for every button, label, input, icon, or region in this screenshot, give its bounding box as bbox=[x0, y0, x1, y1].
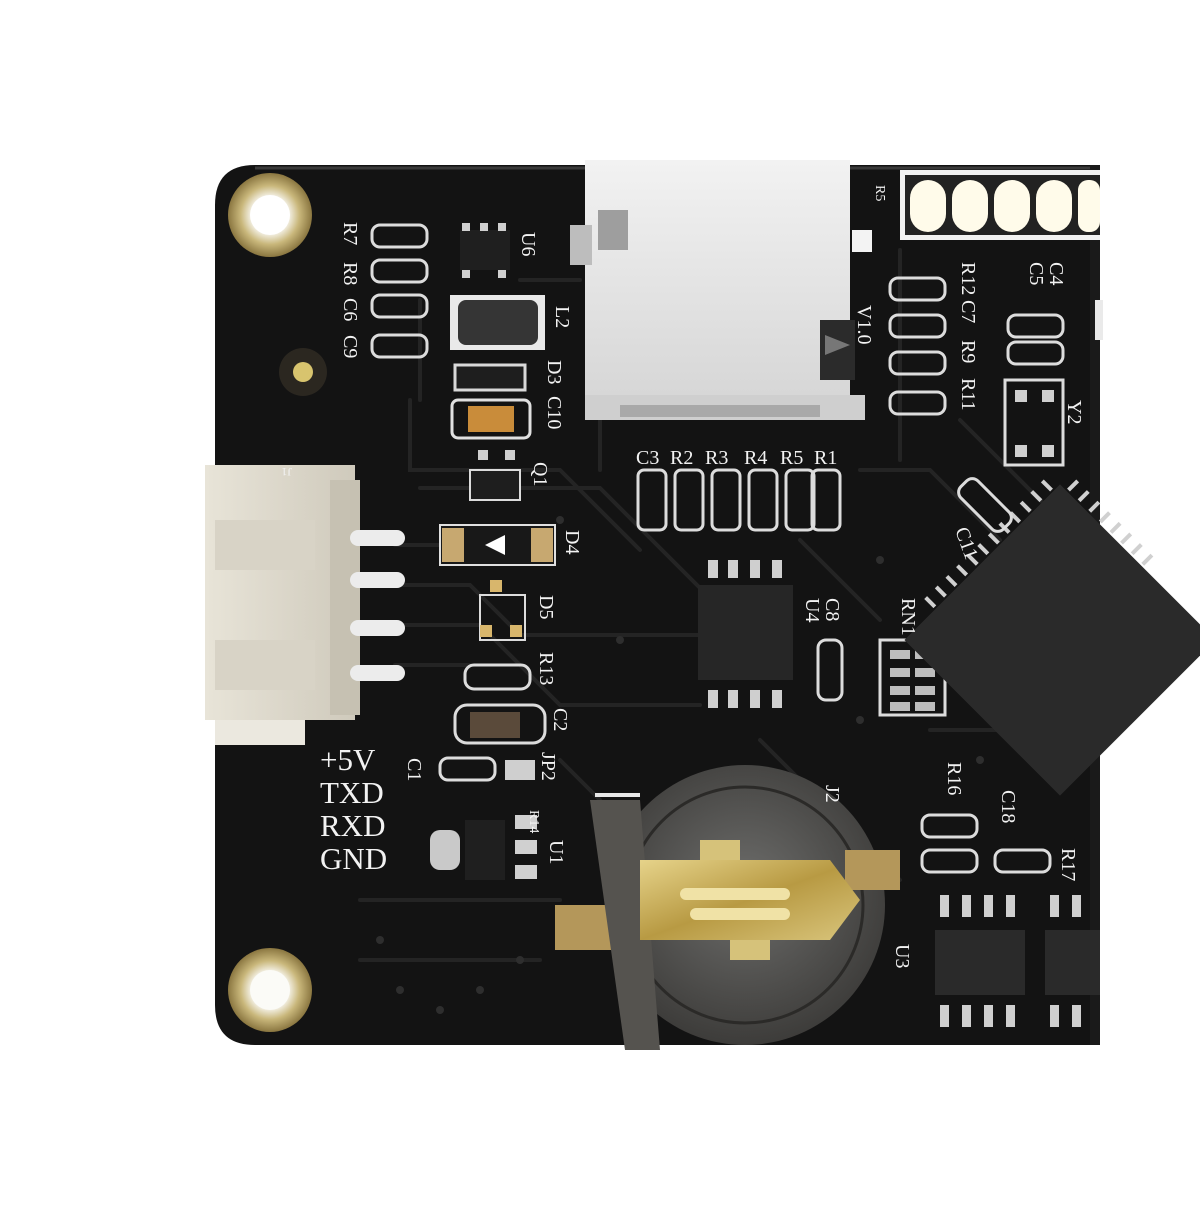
ref-label-c7: C7 bbox=[957, 300, 979, 323]
diode-d3 bbox=[453, 363, 527, 392]
ref-label-c1: C1 bbox=[403, 758, 425, 781]
ref-label-r7: R7 bbox=[339, 222, 361, 245]
pin-label-rxd: RXD bbox=[320, 808, 385, 843]
diode-d5 bbox=[479, 580, 526, 641]
ref-label-r16: R16 bbox=[943, 762, 965, 795]
ref-label-u3: U3 bbox=[891, 944, 913, 968]
silkscreen-refs: J1 J2 V1.0 R7 R8 C6 C9 U6 L2 D3 C10 Q1 D… bbox=[281, 185, 1085, 968]
ref-label-d5: D5 bbox=[535, 595, 557, 619]
ref-label-y2: Y2 bbox=[1063, 400, 1085, 424]
ref-label-j1: J1 bbox=[281, 465, 292, 479]
pin-label-txd: TXD bbox=[320, 775, 384, 810]
ref-label-r4: R4 bbox=[744, 447, 767, 469]
ic-right-edge bbox=[1045, 895, 1100, 1027]
upper-right-pads bbox=[888, 276, 1065, 416]
inductor-l2 bbox=[450, 295, 545, 350]
ref-label-c18: C18 bbox=[997, 790, 1019, 823]
ic-u3 bbox=[935, 895, 1025, 1027]
ref-label-rn1: RN1 bbox=[897, 598, 919, 636]
ref-label-q1: Q1 bbox=[529, 462, 551, 486]
coin-cell-holder bbox=[555, 765, 900, 1050]
mounting-hole-bottom bbox=[228, 948, 312, 1032]
ref-label-r14: R14 bbox=[526, 810, 541, 833]
flash-chip-u4 bbox=[698, 560, 793, 708]
ref-label-c9: C9 bbox=[339, 335, 361, 358]
resistor-row bbox=[636, 468, 842, 532]
ref-label-r12: R12 bbox=[957, 262, 979, 295]
silkscreen-resistor-row: C3 R2 R3 R4 R5 R1 bbox=[636, 447, 837, 469]
ref-label-r11: R11 bbox=[957, 378, 979, 411]
mcu-chip bbox=[904, 479, 1200, 796]
capacitor-c10 bbox=[450, 398, 532, 440]
pin-header-strip bbox=[900, 170, 1100, 240]
ref-label-r17: R17 bbox=[1057, 848, 1079, 881]
ref-label-d4: D4 bbox=[561, 530, 583, 554]
silkscreen-header-labels: +5V TXD RXD GND bbox=[320, 742, 387, 876]
pin-label-gnd: GND bbox=[320, 841, 387, 876]
pin-label-5v: +5V bbox=[320, 742, 376, 777]
ref-label-r8: R8 bbox=[339, 262, 361, 285]
pcb-board bbox=[215, 165, 1100, 1045]
ref-label-r3: R3 bbox=[705, 447, 728, 469]
lower-right-pads bbox=[920, 813, 1052, 874]
ref-label-r5b: R5 bbox=[872, 185, 887, 201]
jst-connector bbox=[205, 465, 405, 745]
resistor-pads-left bbox=[370, 223, 429, 359]
ref-label-u4: U4 bbox=[801, 598, 823, 622]
ref-label-r2: R2 bbox=[670, 447, 693, 469]
mounting-hole-top bbox=[228, 173, 312, 257]
ref-label-d3: D3 bbox=[543, 360, 565, 384]
ref-label-c2: C2 bbox=[549, 708, 571, 731]
sd-card-slot bbox=[570, 160, 872, 420]
ref-label-c10: C10 bbox=[543, 396, 565, 429]
ref-label-version: V1.0 bbox=[853, 305, 875, 344]
ref-label-r5: R5 bbox=[780, 447, 803, 469]
transistor-q1 bbox=[469, 450, 521, 501]
ref-label-c5: C5 bbox=[1025, 262, 1047, 285]
ref-label-c4: C4 bbox=[1045, 262, 1067, 285]
capacitor-c11 bbox=[957, 477, 1013, 533]
diode-d4 bbox=[439, 524, 556, 566]
regulator-u1 bbox=[430, 815, 537, 880]
crystal-y2 bbox=[1003, 378, 1065, 467]
ref-label-u6: U6 bbox=[517, 232, 539, 256]
ref-label-j2: J2 bbox=[821, 785, 843, 803]
resistor-pads-mid bbox=[438, 663, 547, 782]
ref-label-c8: C8 bbox=[821, 598, 843, 621]
ref-label-r1: R1 bbox=[814, 447, 837, 469]
ref-label-l2: L2 bbox=[551, 306, 573, 328]
ref-label-jp2: JP2 bbox=[537, 752, 559, 781]
u6-chip bbox=[460, 230, 510, 270]
gold-pad bbox=[279, 348, 327, 396]
ref-label-r13: R13 bbox=[535, 652, 557, 685]
ref-label-r9: R9 bbox=[957, 340, 979, 363]
ref-label-c3: C3 bbox=[636, 447, 659, 469]
capacitor-c8 bbox=[816, 638, 844, 702]
ref-label-u1: U1 bbox=[545, 840, 567, 864]
ref-label-c6: C6 bbox=[339, 298, 361, 321]
